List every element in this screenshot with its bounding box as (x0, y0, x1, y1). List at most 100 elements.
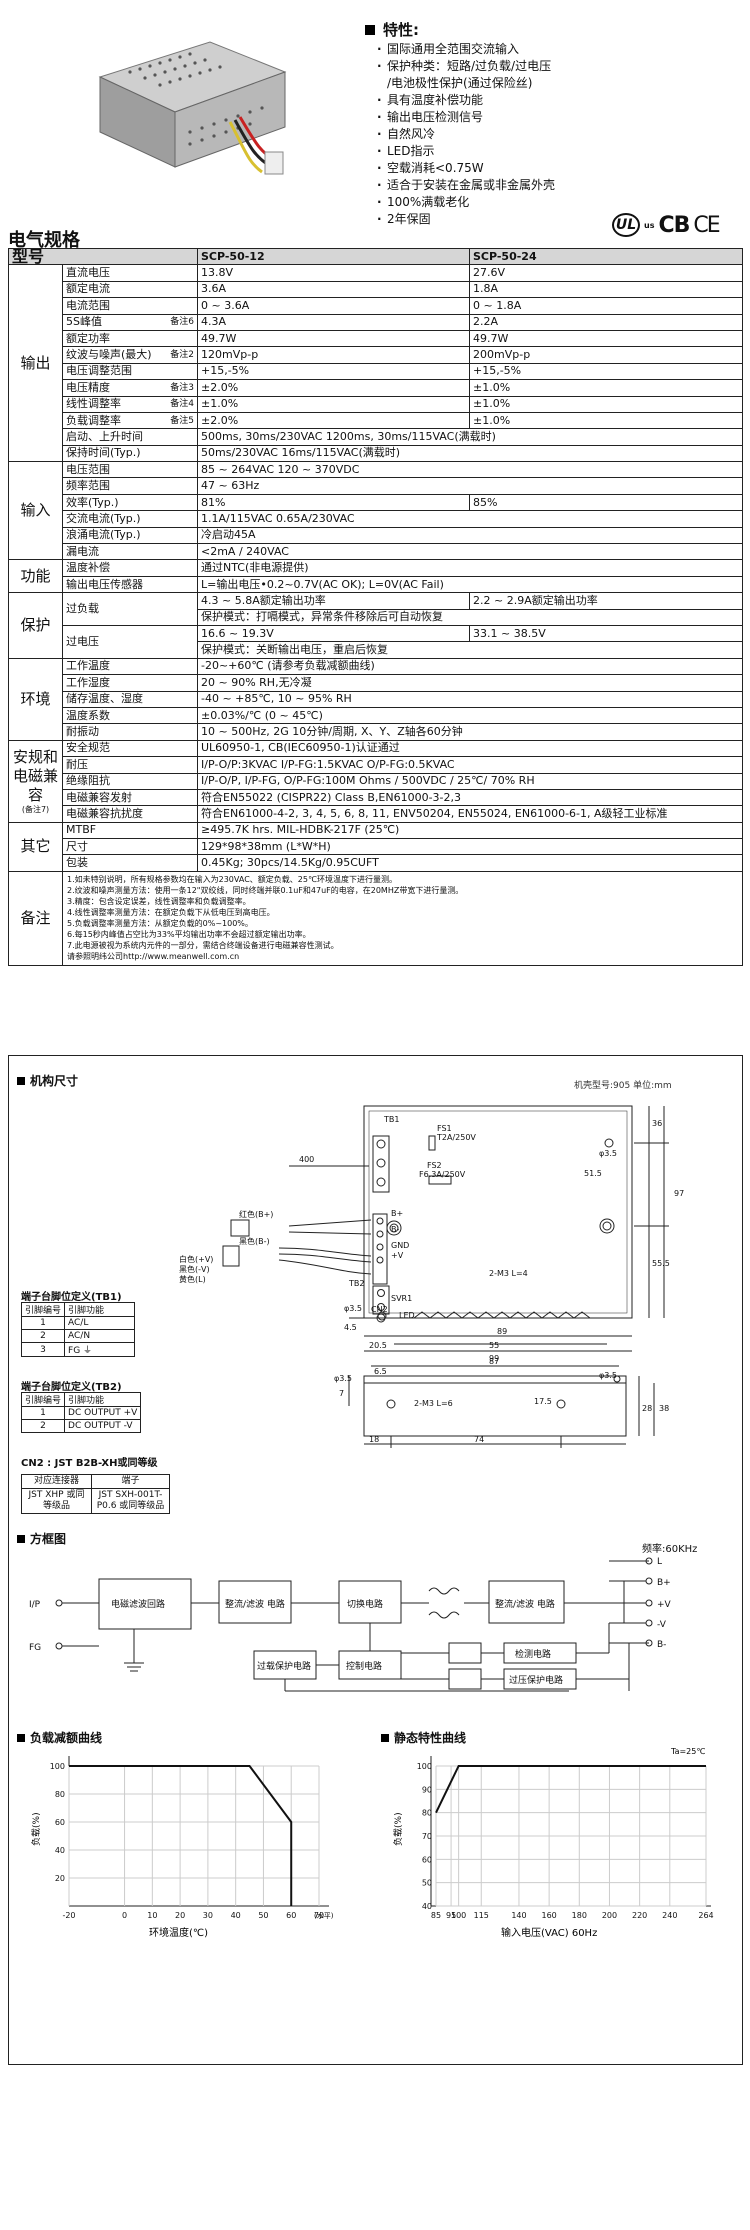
cn2-terminal: JST SXH-001T-P0.6 或同等级品 (91, 1488, 170, 1514)
feature-list: 特性: 国际通用全范围交流输入保护种类：短路/过负载/过电压/电池极性保护(通过… (365, 22, 725, 228)
param-cell: 过电压 (62, 624, 198, 659)
dim-17-5: 17.5 (534, 1397, 552, 1406)
param-cell: 线性调整率备注4 (62, 395, 198, 413)
section-label-text: 输出 (20, 353, 51, 372)
wire-length: 400 (299, 1155, 314, 1164)
x-tick-label: -20 (62, 1911, 75, 1920)
detect-block: 检测电路 (515, 1648, 551, 1660)
out-l: L (657, 1557, 662, 1567)
olp-block: 过载保护电路 (257, 1660, 311, 1672)
param-name: 安全规范 (66, 741, 110, 755)
table-row: 线性调整率备注4±1.0%±1.0% (9, 395, 743, 413)
param-cell: 过负载 (62, 592, 198, 626)
dim-89: 89 (497, 1327, 507, 1336)
value-cell-a: +15,-5% (197, 362, 470, 381)
param-name: 工作温度 (66, 659, 110, 673)
pin-header: 引脚功能 (64, 1302, 136, 1317)
mech-title: 机构尺寸 (17, 1072, 78, 1089)
block-diagram: I/P FG 电磁滤波回路 整流/滤波 电路 切换电路 整流/滤波 电路 过载保… (29, 1557, 672, 1692)
value-cell: 10 ~ 500Hz, 2G 10分钟/周期, X、Y、Z轴各60分钟 (197, 723, 743, 741)
section-label: 其它 (8, 821, 63, 872)
param-cell: 耐压 (62, 756, 198, 774)
x-tick-label: 220 (632, 1911, 647, 1920)
table-row: 漏电流<2mA / 240VAC (9, 543, 743, 561)
param-cell: 工作温度 (62, 657, 198, 676)
value-cell-a: 49.7W (197, 329, 470, 348)
param-name: 绝缘阻抗 (66, 774, 110, 788)
param-cell: 保持时间(Typ.) (62, 444, 198, 463)
section-label-text: 功能 (20, 566, 51, 585)
table-row: 保持时间(Typ.)50ms/230VAC 16ms/115VAC(满载时) (9, 444, 743, 463)
x-tick-label: 100 (451, 1911, 466, 1920)
value-cell-b: 85% (469, 493, 743, 512)
value-cell-a: ±2.0% (197, 379, 470, 397)
x-tick-label: 200 (602, 1911, 617, 1920)
section-label: 输出 (8, 264, 63, 463)
param-name: 电压精度 (66, 380, 110, 394)
pin-function: AC/L (64, 1316, 136, 1330)
pin-number: 3 (20, 1342, 66, 1357)
pin-number: 1 (20, 1316, 66, 1330)
case-note: 机壳型号:905 单位:mm (574, 1081, 672, 1091)
param-cell: 绝缘阻抗 (62, 772, 198, 790)
param-name: 5S峰值 (66, 315, 102, 329)
table-row: 功能温度补偿通过NTC(非电源提供) (8, 559, 743, 594)
note-line: 请参照明纬公司http://www.meanwell.com.cn (67, 951, 240, 961)
feature-item: 输出电压检测信号 (365, 109, 725, 126)
ctrl-block: 控制电路 (346, 1660, 382, 1672)
table-row: 电压精度备注3±2.0%±1.0% (9, 379, 743, 397)
section-label-text: 输入 (20, 501, 51, 520)
y-tick-label: 80 (55, 1790, 65, 1799)
value-cell-b: 33.1 ~ 38.5V (469, 624, 743, 643)
table-row: 温度系数±0.03%/℃ (0 ~ 45℃) (9, 706, 743, 725)
table-row: 浪涌电流(Typ.)冷启动45A (9, 526, 743, 545)
x-tick-label: 160 (541, 1911, 556, 1920)
value-cell-b: 0 ~ 1.8A (469, 297, 743, 315)
param-name: 耐压 (66, 757, 88, 771)
param-cell: 温度系数 (62, 706, 198, 725)
param-note: 备注4 (170, 399, 194, 410)
param-name: 电压调整范围 (66, 364, 132, 378)
x-tick-label: 0 (122, 1911, 127, 1920)
pin-header: 引脚功能 (64, 1392, 142, 1407)
section-label-text: 安规和电磁兼容 (12, 747, 58, 804)
param-name: 尺寸 (66, 839, 88, 853)
param-cell: 电磁兼容发射 (62, 788, 198, 807)
param-cell: 工作湿度 (62, 674, 198, 692)
feature-item: 空载消耗<0.75W (365, 160, 725, 177)
cn2-connector: JST XHP 或同等级品 (21, 1488, 92, 1514)
value-cell-b: 1.8A (469, 280, 743, 299)
cn2-header-connector: 对应连接器 (21, 1474, 92, 1489)
section-label-text: 环境 (20, 689, 51, 708)
param-name: 电压范围 (66, 462, 110, 476)
dim-36: 36 (652, 1119, 662, 1128)
tb2-table-title: 端子台脚位定义(TB2) (21, 1382, 122, 1393)
out-bplus: B+ (657, 1578, 671, 1588)
fs1-rating: T2A/250V (436, 1133, 476, 1142)
feature-item: /电池极性保护(通过保险丝) (387, 76, 533, 90)
model-label: 型号 (8, 247, 198, 266)
y-tick-label: 40 (422, 1902, 432, 1911)
gnd-label: GND (391, 1241, 409, 1250)
value-cell-b: 27.6V (469, 264, 743, 282)
cn2-header-terminal: 端子 (91, 1474, 170, 1489)
fg-label: FG (29, 1643, 41, 1653)
param-name: 交流电流(Typ.) (66, 511, 141, 525)
block-title: 方框图 (17, 1530, 66, 1547)
param-name: 电磁兼容发射 (66, 790, 132, 804)
feature-item: 2年保固 (365, 211, 725, 228)
dim-74: 74 (474, 1435, 484, 1444)
param-name: 过负载 (66, 602, 99, 616)
pin-number: 2 (20, 1329, 66, 1343)
rect2-block: 整流/滤波 电路 (495, 1598, 555, 1610)
